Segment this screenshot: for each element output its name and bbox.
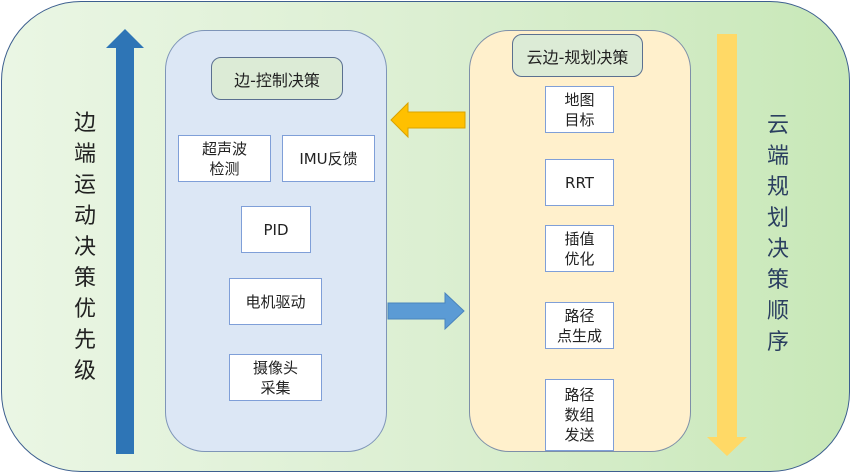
- module-rrt: RRT: [545, 159, 614, 206]
- edge-priority-label: 边 端 运 动 决 策 优 先 级: [70, 108, 100, 387]
- module-pid: PID: [241, 206, 311, 253]
- label-char: 决: [73, 235, 96, 260]
- label-char: 端: [73, 142, 96, 167]
- label-char: 优: [73, 297, 96, 322]
- module-map-target: 地图 目标: [545, 86, 614, 133]
- module-path-points: 路径 点生成: [545, 302, 614, 349]
- module-motor: 电机驱动: [229, 278, 322, 325]
- label-char: 决: [766, 237, 789, 262]
- module-imu: IMU反馈: [282, 135, 375, 182]
- module-interp-opt: 插值 优化: [545, 225, 614, 272]
- label-char: 规: [766, 175, 789, 200]
- label-char: 云: [766, 113, 789, 138]
- label-char: 端: [766, 144, 789, 169]
- priority-up-arrow: [106, 29, 144, 454]
- label-char: 级: [73, 359, 96, 384]
- label-char: 先: [73, 328, 96, 353]
- label-char: 策: [766, 268, 789, 293]
- cloud-panel-title: 云边-规划决策: [512, 34, 643, 77]
- label-char: 运: [73, 173, 96, 198]
- label-char: 边: [73, 111, 96, 136]
- module-camera: 摄像头 采集: [229, 354, 322, 401]
- label-char: 策: [73, 266, 96, 291]
- cloud-to-edge-arrow-shape: [390, 101, 466, 139]
- label-char: 划: [766, 206, 789, 231]
- cloud-order-label: 云 端 规 划 决 策 顺 序: [763, 110, 793, 358]
- label-char: 顺: [766, 299, 789, 324]
- cloud-to-edge-arrow: [390, 101, 466, 139]
- module-path-send: 路径 数组 发送: [545, 379, 614, 451]
- order-down-arrow: [707, 34, 747, 456]
- edge-to-cloud-arrow: [387, 291, 465, 331]
- label-char: 序: [766, 330, 789, 355]
- edge-to-cloud-arrow-shape: [387, 291, 465, 331]
- order-arrow-shape: [707, 34, 747, 456]
- module-ultrasonic: 超声波 检测: [178, 135, 271, 182]
- priority-arrow-shape: [106, 29, 144, 454]
- label-char: 动: [73, 204, 96, 229]
- edge-panel-title: 边-控制决策: [211, 57, 343, 100]
